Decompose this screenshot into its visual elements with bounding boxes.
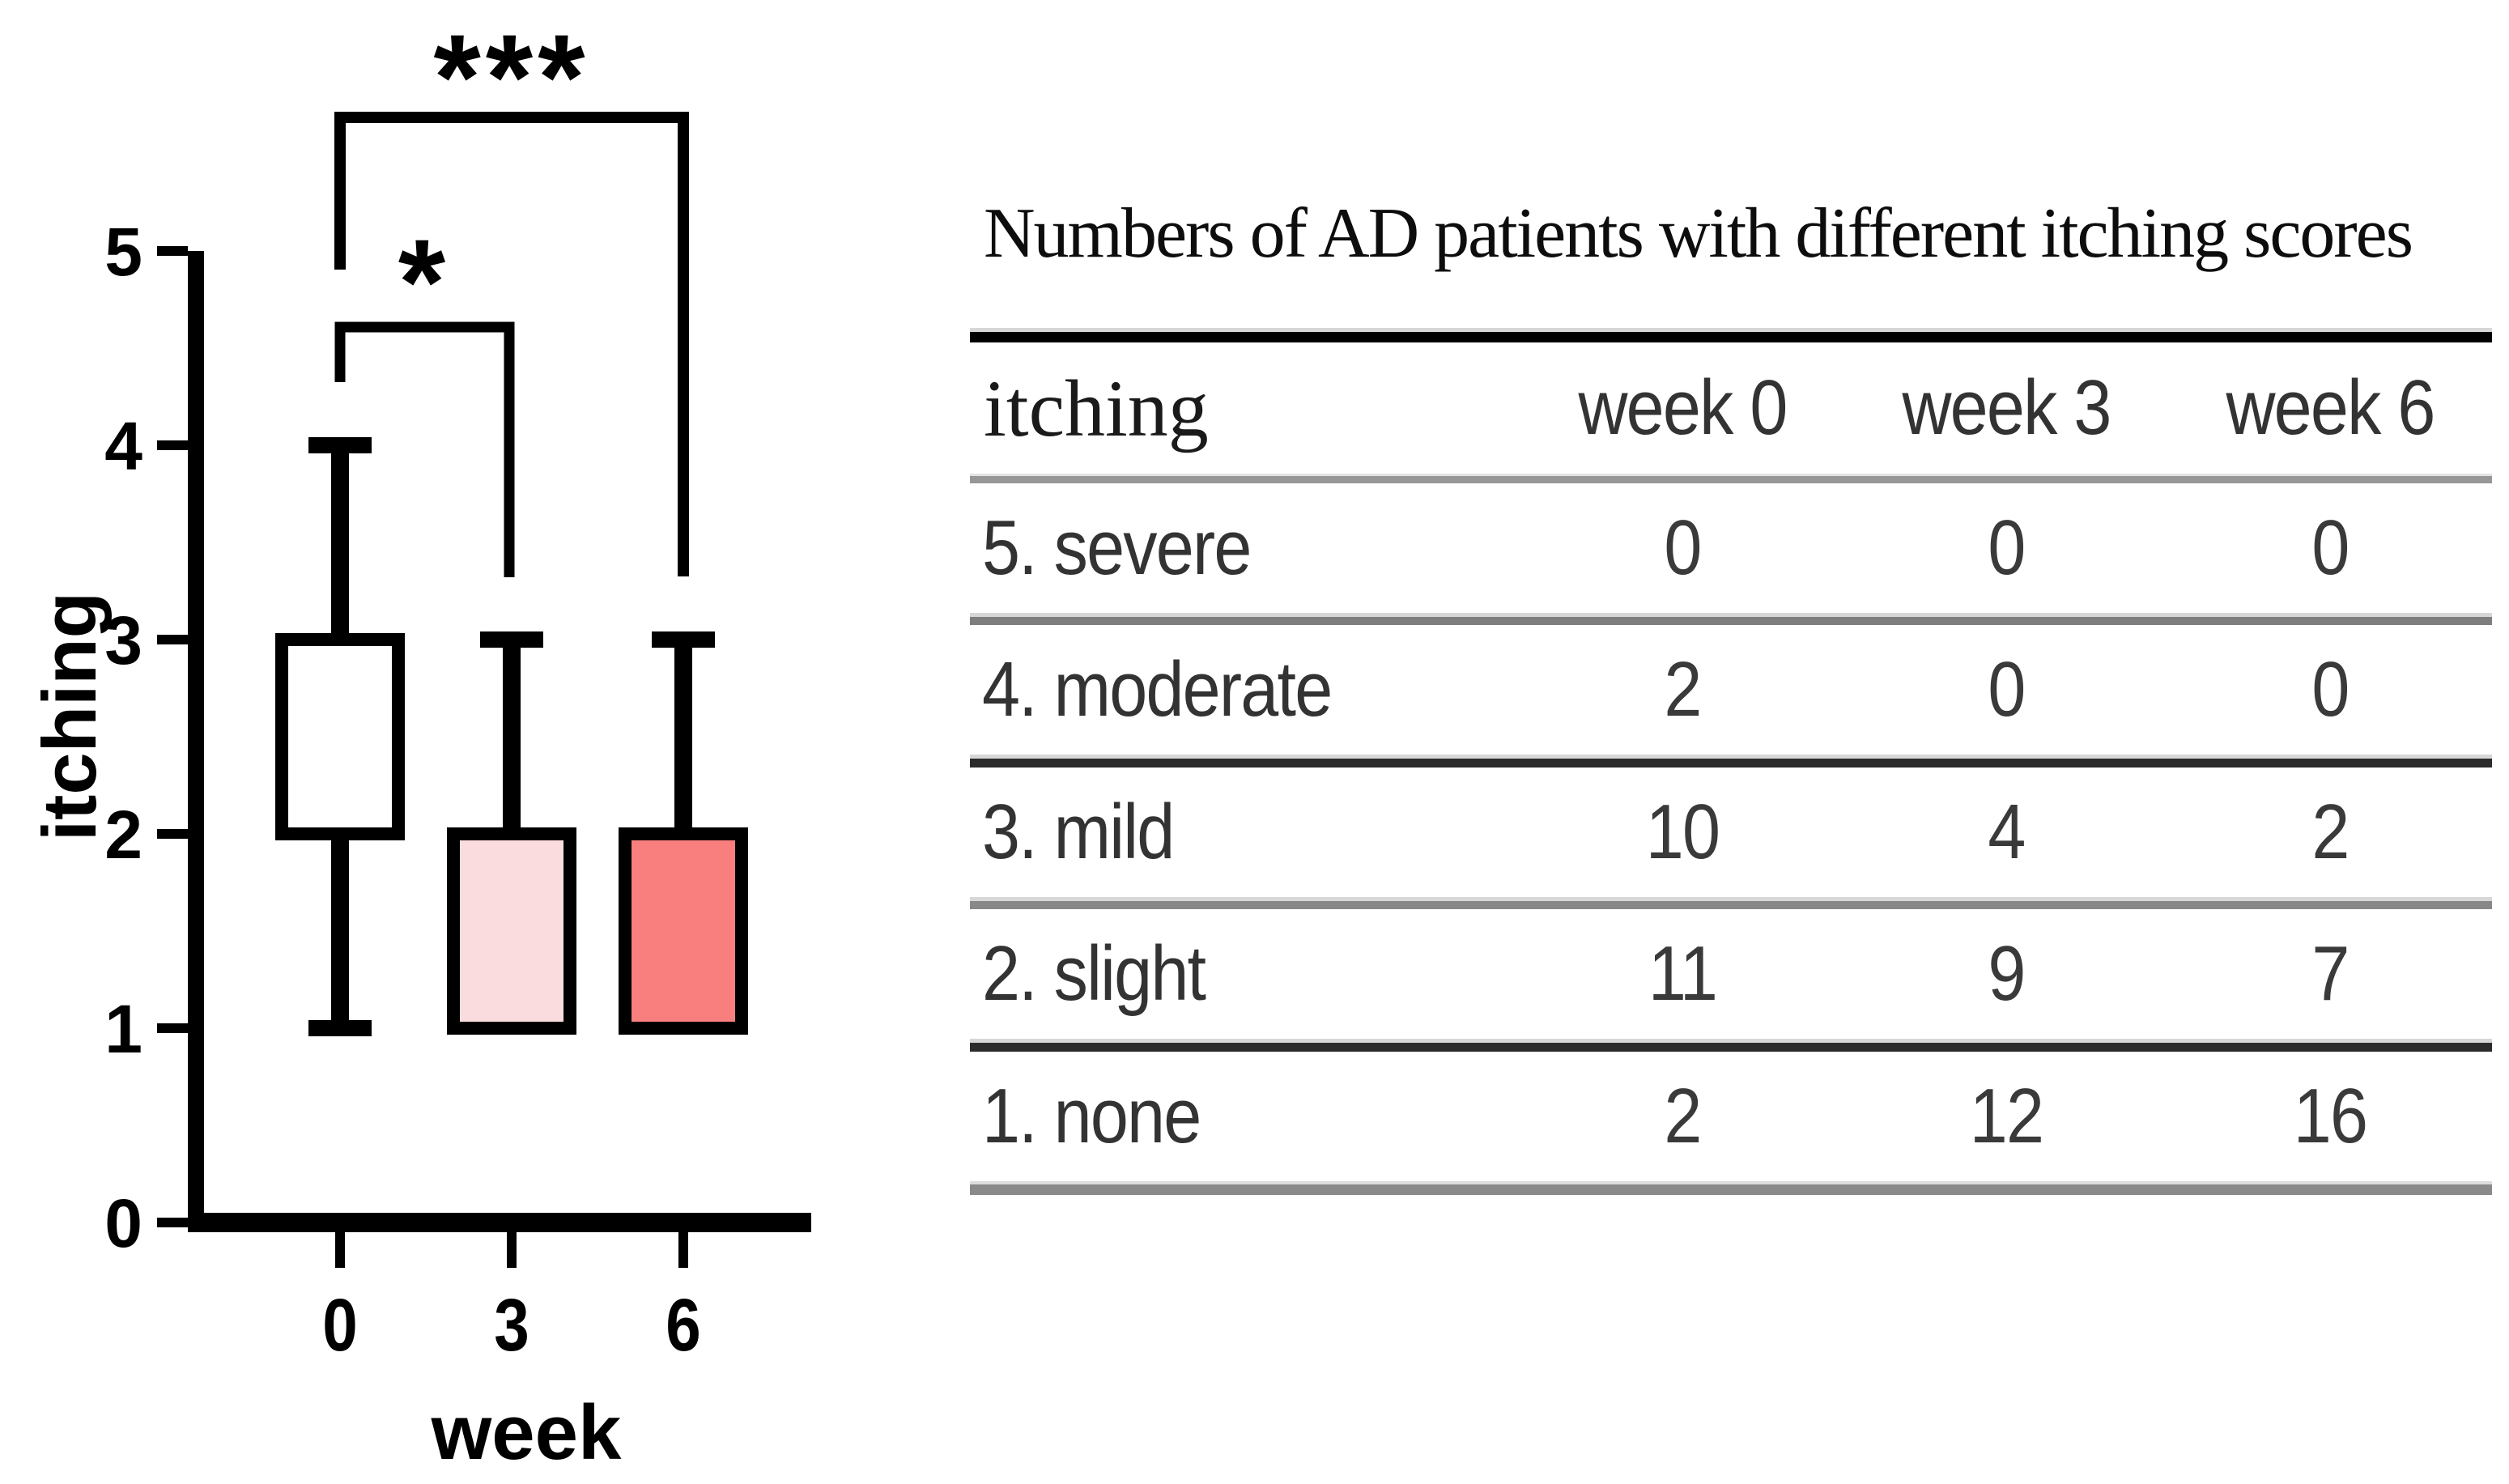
box-week-0 xyxy=(275,633,405,840)
significance-bracket xyxy=(334,321,515,577)
y-tick-label: 3 xyxy=(104,602,142,678)
table-row-none: 1. none 2 12 16 xyxy=(970,1052,2492,1181)
cell-value: 0 xyxy=(1988,504,2026,591)
cell-value: 11 xyxy=(1648,930,1718,1017)
row-label: 3. mild xyxy=(981,789,1175,875)
cell-value: 0 xyxy=(2311,646,2350,733)
table-header-row: itching week 0 week 3 week 6 xyxy=(970,342,2492,474)
row-label: 4. moderate xyxy=(981,646,1333,733)
y-tick-label: 0 xyxy=(104,1185,142,1261)
column-header-week0: week 0 xyxy=(1578,364,1788,451)
y-tick-label: 2 xyxy=(104,797,142,873)
x-axis-title: week xyxy=(431,1389,622,1476)
cell-value: 0 xyxy=(1988,646,2026,733)
table-rule xyxy=(970,613,2492,625)
table-rule-bottom xyxy=(970,1181,2492,1195)
significance-label: *** xyxy=(433,9,589,145)
cell-value: 4 xyxy=(1988,789,2026,875)
table-rule xyxy=(970,897,2492,909)
y-tick-label: 1 xyxy=(104,991,142,1067)
cell-value: 10 xyxy=(1645,789,1720,875)
x-tick-label: 3 xyxy=(494,1284,529,1367)
significance-bracket xyxy=(334,112,689,576)
column-header-itching: itching xyxy=(984,363,1209,453)
table-title: Numbers of AD patients with different it… xyxy=(984,194,2413,273)
y-axis-title: itching xyxy=(27,592,112,841)
table-row-mild: 3. mild 10 4 2 xyxy=(970,768,2492,897)
table-rule xyxy=(970,1039,2492,1052)
row-label: 1. none xyxy=(981,1073,1201,1159)
itching-scores-table: itching week 0 week 3 week 6 5. severe 0… xyxy=(970,328,2492,1195)
significance-label: * xyxy=(398,214,450,350)
cell-value: 7 xyxy=(2311,930,2350,1017)
cell-value: 2 xyxy=(1664,1073,1702,1159)
table-rule xyxy=(970,755,2492,768)
cell-value: 2 xyxy=(1664,646,1702,733)
y-tick-label: 5 xyxy=(104,214,142,290)
box-week-3 xyxy=(447,827,576,1035)
cell-value: 2 xyxy=(2311,789,2350,875)
cell-value: 12 xyxy=(1969,1073,2044,1159)
x-tick-label: 6 xyxy=(666,1284,700,1367)
table-row-slight: 2. slight 11 9 7 xyxy=(970,909,2492,1039)
column-header-week3: week 3 xyxy=(1902,364,2111,451)
box-week-6 xyxy=(619,827,748,1035)
cell-value: 9 xyxy=(1988,930,2026,1017)
table-row-moderate: 4. moderate 2 0 0 xyxy=(970,625,2492,755)
table-row-severe: 5. severe 0 0 0 xyxy=(970,483,2492,613)
cell-value: 0 xyxy=(1664,504,1702,591)
row-label: 2. slight xyxy=(981,930,1206,1017)
column-header-week6: week 6 xyxy=(2226,364,2435,451)
y-tick-label: 4 xyxy=(104,408,142,484)
cell-value: 0 xyxy=(2311,504,2350,591)
row-label: 5. severe xyxy=(981,504,1252,591)
table-rule-header xyxy=(970,474,2492,483)
table-rule-top xyxy=(970,328,2492,342)
x-tick-label: 0 xyxy=(322,1284,357,1367)
cell-value: 16 xyxy=(2293,1073,2368,1159)
